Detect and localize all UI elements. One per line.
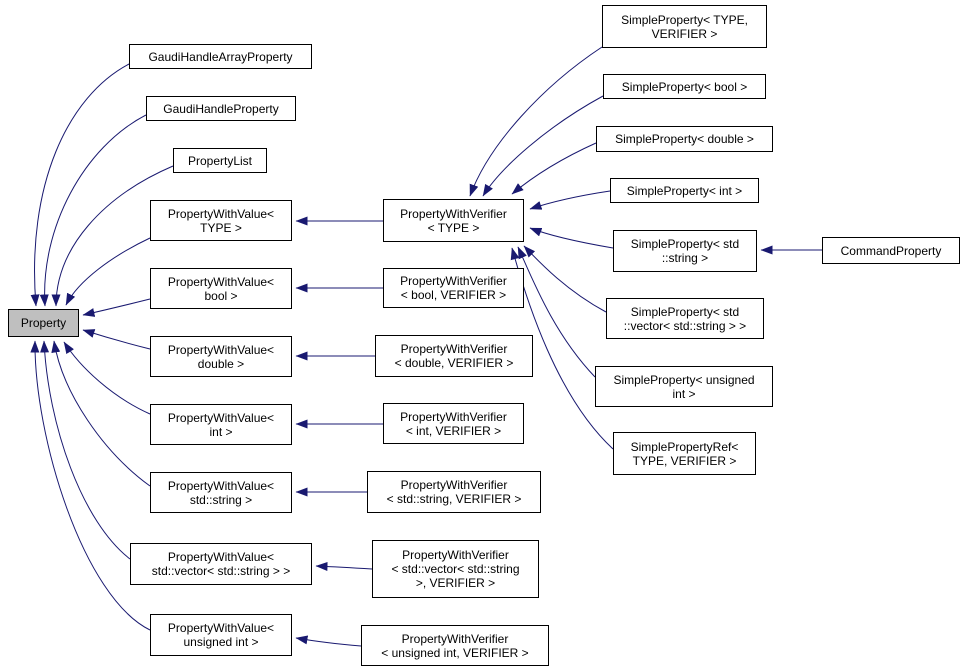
class-node-label: PropertyWithVerifier [400,342,508,356]
class-node-label: < bool, VERIFIER > [400,288,507,302]
edge-pwvalue-unsigned-to-property [30,340,151,631]
class-node-command-property[interactable]: CommandProperty [822,237,960,264]
class-node-label: SimpleProperty< unsigned [613,372,755,387]
class-node-label: PropertyWithVerifier [401,631,509,646]
edge-simple-int-to-pwverifier-type [529,190,611,210]
class-node-label: GaudiHandleArrayProperty [148,49,293,64]
class-node-label: VERIFIER > [651,26,718,41]
edge-pwvalue-int-to-property [63,341,151,415]
edge-pwverifier-unsigned-to-pwvalue-unsigned [295,635,362,647]
class-node-label: SimpleProperty< std [630,237,740,251]
class-node-pwverifier-type[interactable]: PropertyWithVerifier< TYPE > [383,199,524,242]
class-node-label: PropertyWithVerifier [402,548,509,562]
class-node-property-list[interactable]: PropertyList [173,148,267,173]
class-node-pwvalue-double[interactable]: PropertyWithValue<double > [150,336,292,377]
class-node-label: < unsigned int, VERIFIER > [381,645,529,660]
class-node-label: int > [209,424,233,439]
edge-gaudi-handle-array-property-to-property [30,63,130,307]
edge-simple-vector-to-pwverifier-type [523,245,607,313]
class-node-pwverifier-double[interactable]: PropertyWithVerifier< double, VERIFIER > [375,335,533,377]
class-node-simple-ref[interactable]: SimplePropertyRef<TYPE, VERIFIER > [613,432,756,475]
class-node-pwvalue-int[interactable]: PropertyWithValue<int > [150,404,292,445]
class-node-gaudi-handle-array-property[interactable]: GaudiHandleArrayProperty [129,44,312,69]
class-node-label: < std::vector< std::string [391,562,520,576]
class-node-simple-string[interactable]: SimpleProperty< std::string > [613,230,757,272]
class-node-pwverifier-vector[interactable]: PropertyWithVerifier< std::vector< std::… [372,540,539,598]
class-node-label: ::string > [661,251,709,265]
class-node-label: CommandProperty [840,243,942,258]
class-node-label: PropertyWithVerifier [400,478,508,492]
class-node-label: < TYPE > [427,220,480,235]
class-node-label: PropertyWithVerifier [400,274,507,288]
class-node-simple-double[interactable]: SimpleProperty< double > [596,126,773,152]
class-node-pwvalue-vector[interactable]: PropertyWithValue<std::vector< std::stri… [130,543,312,585]
class-node-label: >, VERIFIER > [415,576,496,590]
edge-pwverifier-vector-to-pwvalue-vector [315,561,373,571]
class-node-simple-bool[interactable]: SimpleProperty< bool > [603,74,766,99]
class-node-label: SimpleProperty< bool > [621,79,748,94]
class-node-label: Property [20,316,67,330]
class-node-label: SimplePropertyRef< [630,439,739,454]
class-node-label: ::vector< std::string > > [623,318,747,333]
class-node-label: PropertyWithValue< [167,410,275,425]
class-node-simple-type-verifier[interactable]: SimpleProperty< TYPE,VERIFIER > [602,5,767,48]
class-node-label: PropertyWithValue< [167,621,275,635]
class-node-label: GaudiHandleProperty [163,101,279,116]
edge-simple-bool-to-pwverifier-type [482,95,604,197]
edge-pwvalue-bool-to-property [82,298,151,317]
class-node-pwverifier-unsigned[interactable]: PropertyWithVerifier< unsigned int, VERI… [361,625,549,666]
class-node-label: TYPE, VERIFIER > [632,453,737,468]
edge-pwvalue-type-to-property [65,237,151,306]
class-node-pwverifier-int[interactable]: PropertyWithVerifier< int, VERIFIER > [383,403,524,444]
class-node-pwverifier-string[interactable]: PropertyWithVerifier< std::string, VERIF… [367,471,541,513]
class-node-label: PropertyWithVerifier [400,409,507,424]
class-node-label: PropertyWithValue< [167,342,275,357]
class-node-label: < int, VERIFIER > [405,423,502,438]
class-node-label: int > [672,386,696,401]
class-node-pwvalue-string[interactable]: PropertyWithValue<std::string > [150,472,292,513]
class-node-label: unsigned int > [183,635,259,649]
class-node-label: double > [197,356,245,371]
edge-pwvalue-double-to-property [82,329,151,350]
edge-simple-type-verifier-to-pwverifier-type [469,46,603,197]
class-node-label: SimpleProperty< TYPE, [621,12,748,27]
class-node-label: PropertyWithValue< [167,274,275,289]
edge-property-list-to-property [51,165,174,307]
edge-pwvalue-vector-to-property [40,340,131,560]
class-node-gaudi-handle-property[interactable]: GaudiHandleProperty [146,96,296,121]
class-node-label: PropertyWithVerifier [400,206,507,221]
class-node-simple-int[interactable]: SimpleProperty< int > [610,178,759,203]
class-node-label: PropertyWithValue< [167,478,275,493]
edge-pwvalue-string-to-property [51,340,151,487]
edge-simple-unsigned-to-pwverifier-type [517,246,596,378]
edge-simple-double-to-pwverifier-type [511,142,597,195]
class-node-pwvalue-type[interactable]: PropertyWithValue<TYPE > [150,200,292,241]
class-node-label: TYPE > [200,220,242,235]
class-node-pwvalue-unsigned[interactable]: PropertyWithValue<unsigned int > [150,614,292,656]
class-node-property: Property [8,309,79,337]
class-node-label: SimpleProperty< std [630,304,740,319]
class-node-label: SimpleProperty< double > [615,132,754,146]
class-node-label: < double, VERIFIER > [394,356,514,370]
class-node-label: SimpleProperty< int > [626,183,743,198]
class-node-label: < std::string, VERIFIER > [386,492,522,506]
edge-simple-string-to-pwverifier-type [529,227,614,249]
class-node-label: PropertyList [187,153,253,168]
class-node-label: PropertyWithValue< [167,206,275,221]
class-node-label: std::vector< std::string > > [151,564,291,578]
edge-gaudi-handle-property-to-property [39,114,147,307]
class-node-pwvalue-bool[interactable]: PropertyWithValue<bool > [150,268,292,309]
class-node-simple-vector[interactable]: SimpleProperty< std::vector< std::string… [606,298,764,339]
class-node-label: PropertyWithValue< [167,550,275,564]
class-node-label: bool > [204,288,238,303]
class-node-pwverifier-bool[interactable]: PropertyWithVerifier< bool, VERIFIER > [383,268,524,308]
class-node-label: std::string > [189,492,253,507]
